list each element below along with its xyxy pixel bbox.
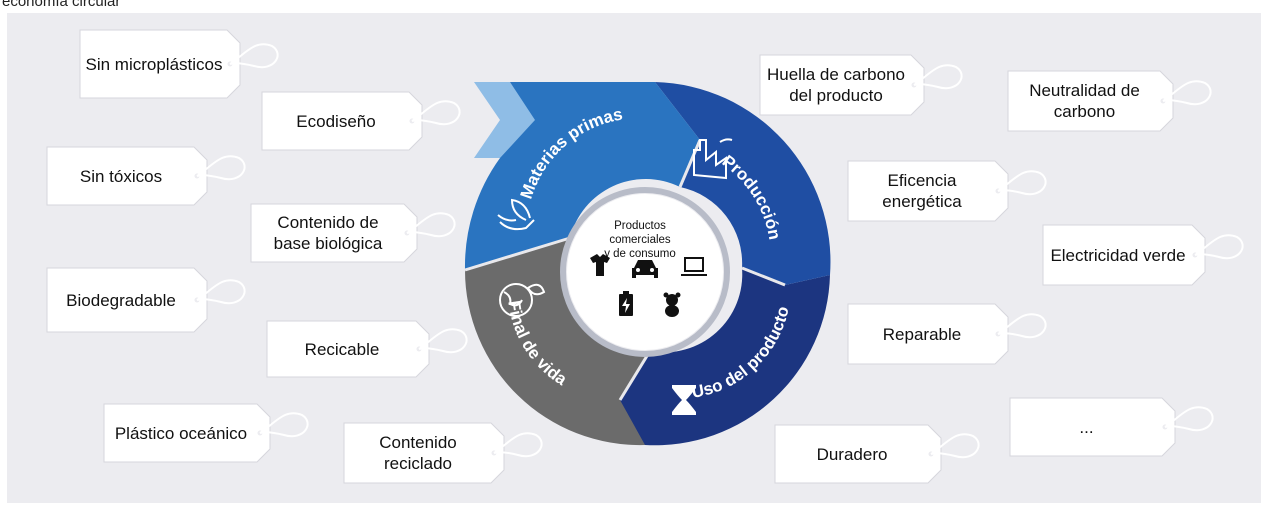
tag-shape: [250, 203, 456, 263]
page-title: economía circular: [2, 0, 121, 10]
laptop-icon: [681, 257, 707, 276]
tag-text-left-6: Plástico oceánico: [104, 404, 258, 462]
tag-shape: [266, 320, 468, 378]
tag-line1: Recicable: [304, 339, 380, 359]
center-label-line1: Productos comerciales: [609, 220, 671, 246]
tag-text-right-1: Neutralidad de carbono: [1008, 71, 1161, 131]
tag-text-left-2: Sin tóxicos: [47, 147, 195, 205]
tag-string: [406, 212, 456, 238]
hands-leaf-icon: [497, 198, 535, 231]
tag-shape: [46, 146, 246, 206]
tag-shape: [759, 54, 963, 116]
globe-leaf-icon: [499, 283, 546, 317]
tag-string: [1162, 80, 1212, 106]
tag-shape: [46, 267, 246, 333]
tag-text-left-7: Contenido reciclado: [344, 423, 492, 483]
label-tag: Eficencia energética: [847, 160, 1047, 222]
tag-line1: Duradero: [816, 444, 888, 464]
tag-string: [997, 170, 1047, 196]
label-tag: ...: [1009, 397, 1214, 457]
label-tag: Reparable: [847, 303, 1047, 365]
factory-icon: [693, 138, 733, 180]
tag-string: [930, 433, 980, 459]
tag-line1: Huella de carbono: [767, 65, 905, 84]
label-tag: Ecodiseño: [261, 91, 461, 151]
tag-shape: [103, 403, 309, 463]
tag-line1: Ecodiseño: [296, 111, 376, 131]
tag-text-right-2: Eficencia energética: [848, 161, 996, 221]
tag-string: [418, 328, 468, 354]
label-tag: Sin microplásticos: [79, 29, 279, 99]
battery-icon: [619, 291, 633, 316]
tag-string: [196, 155, 246, 181]
tag-shape: [79, 29, 279, 99]
tag-line1: Electricidad verde: [1050, 245, 1186, 265]
tag-string: [259, 412, 309, 438]
label-tag: Electricidad verde: [1042, 224, 1244, 286]
tag-string: [411, 100, 461, 126]
tag-text-left-4: Biodegradable: [47, 268, 195, 332]
tag-shape: [343, 422, 543, 484]
stage-materias-primas: [464, 82, 700, 270]
hourglass-icon: [672, 385, 696, 415]
label-tag: Biodegradable: [46, 267, 246, 333]
tag-line1: Contenido reciclado: [379, 433, 457, 473]
tag-line1: Sin microplásticos: [85, 54, 223, 74]
tag-shape: [847, 303, 1047, 365]
tag-string: [493, 432, 543, 458]
stage-uso-del-producto: [620, 268, 830, 446]
center-label-line2: y de consumo: [604, 248, 676, 260]
label-tag: Contenido de base biológica: [250, 203, 456, 263]
tag-line1: Reparable: [882, 324, 962, 344]
tag-string: [1164, 406, 1214, 432]
tag-line2: base biológica: [273, 234, 383, 253]
tag-line2: del producto: [789, 86, 883, 105]
tag-string: [229, 43, 279, 69]
tag-line1: Contenido de: [277, 213, 379, 232]
tag-shape: [1007, 70, 1212, 132]
tag-string: [913, 64, 963, 90]
tag-line1: Biodegradable: [66, 290, 176, 310]
stage-produccion: [655, 82, 831, 285]
tag-line1: Neutralidad de: [1029, 81, 1140, 100]
tag-text-right-0: Huella de carbono del producto: [760, 55, 912, 115]
label-tag: Huella de carbono del producto: [759, 54, 963, 116]
tag-line1: Sin tóxicos: [79, 166, 163, 186]
stage-final-de-vida: [465, 238, 645, 446]
tag-text-right-3: Electricidad verde: [1043, 225, 1193, 285]
tag-shape: [1009, 397, 1214, 457]
tag-text-right-6: ...: [1010, 398, 1163, 456]
label-tag: Sin tóxicos: [46, 146, 246, 206]
tag-text-left-0: Sin microplásticos: [80, 30, 228, 98]
tag-text-left-5: Recicable: [267, 321, 417, 377]
tag-string: [1194, 234, 1244, 260]
tag-shape: [774, 424, 980, 484]
tag-line2: energética: [882, 192, 962, 211]
tag-line1: ...: [1079, 417, 1094, 437]
tag-line1: Eficencia: [887, 171, 957, 190]
tag-text-left-1: Ecodiseño: [262, 92, 410, 150]
tag-line1: Plástico oceánico: [114, 423, 248, 443]
tag-text-right-5: Duradero: [775, 425, 929, 483]
label-tag: Neutralidad de carbono: [1007, 70, 1212, 132]
teddy-bear-icon: [663, 292, 681, 317]
tag-text-right-4: Reparable: [848, 304, 996, 364]
label-tag: Recicable: [266, 320, 468, 378]
tag-line2: carbono: [1053, 102, 1116, 121]
car-icon: [632, 260, 658, 278]
tag-string: [196, 279, 246, 305]
label-tag: Contenido reciclado: [343, 422, 543, 484]
label-tag: Duradero: [774, 424, 980, 484]
tag-text-left-3: Contenido de base biológica: [251, 204, 405, 262]
tshirt-icon: [590, 254, 610, 276]
tag-shape: [261, 91, 461, 151]
center-label: Productos comerciales y de consumo: [585, 219, 695, 261]
tag-shape: [1042, 224, 1244, 286]
tag-shape: [847, 160, 1047, 222]
tag-string: [997, 313, 1047, 339]
label-tag: Plástico oceánico: [103, 403, 309, 463]
